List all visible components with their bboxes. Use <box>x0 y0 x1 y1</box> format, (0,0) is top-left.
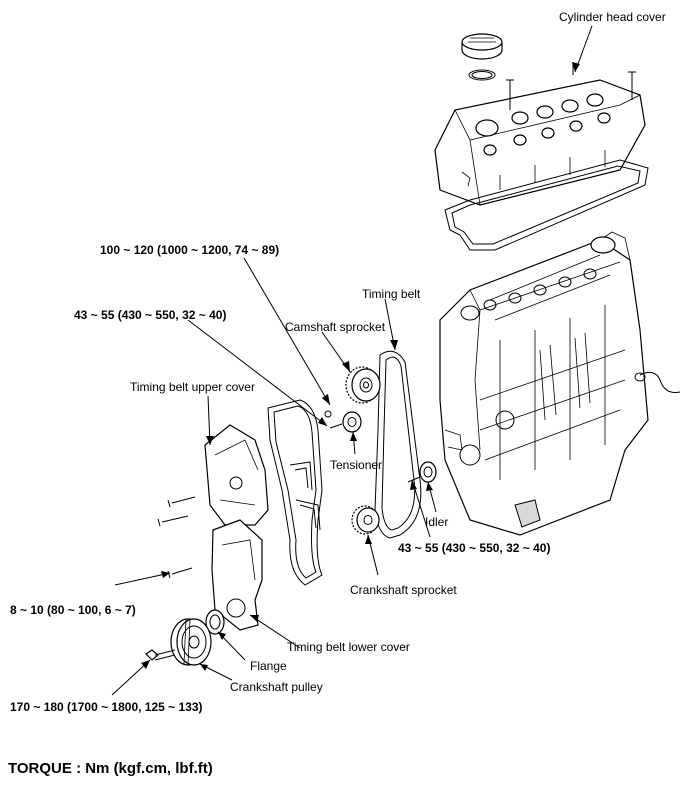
camshaft-sprocket <box>345 366 381 404</box>
label-timing-belt: Timing belt <box>362 287 421 301</box>
torque-pulley-bolt: 170 ~ 180 (1700 ~ 1800, 125 ~ 133) <box>10 700 203 714</box>
label-flange: Flange <box>250 659 287 673</box>
arrowheads <box>141 62 580 671</box>
torque-cover-bolts: 8 ~ 10 (80 ~ 100, 6 ~ 7) <box>10 603 136 617</box>
label-crankshaft-sprocket: Crankshaft sprocket <box>350 583 457 597</box>
timing-belt <box>374 350 422 539</box>
oil-filler-cap <box>461 33 503 81</box>
crankshaft-pulley <box>170 618 212 666</box>
tensioner <box>324 410 362 433</box>
cylinder-head-cover <box>434 62 646 206</box>
engine-block <box>439 231 681 536</box>
torque-tensioner-bolt: 43 ~ 55 (430 ~ 550, 32 ~ 40) <box>74 308 227 322</box>
cover-bolts <box>157 496 196 579</box>
timing-belt-lower-cover <box>211 519 263 631</box>
label-idler: Idler <box>425 515 449 529</box>
label-crankshaft-pulley: Crankshaft pulley <box>230 680 323 694</box>
label-timing-belt-upper-cover: Timing belt upper cover <box>130 380 255 394</box>
pulley-bolt <box>145 649 176 661</box>
label-cylinder-head-cover: Cylinder head cover <box>559 10 666 24</box>
label-tensioner: Tensioner <box>330 458 383 472</box>
cover-gasket-seals <box>267 399 323 586</box>
crankshaft-sprocket <box>351 505 380 535</box>
head-cover-gasket <box>444 159 649 251</box>
torque-camshaft-bolt: 100 ~ 120 (1000 ~ 1200, 74 ~ 89) <box>100 243 280 257</box>
label-camshaft-sprocket: Camshaft sprocket <box>285 320 386 334</box>
flange <box>205 609 225 635</box>
label-timing-belt-lower-cover: Timing belt lower cover <box>287 640 410 654</box>
torque-units-footer: TORQUE : Nm (kgf.cm, lbf.ft) <box>8 760 213 777</box>
torque-idler-bolt: 43 ~ 55 (430 ~ 550, 32 ~ 40) <box>398 541 551 555</box>
timing-belt-upper-cover <box>204 424 269 526</box>
